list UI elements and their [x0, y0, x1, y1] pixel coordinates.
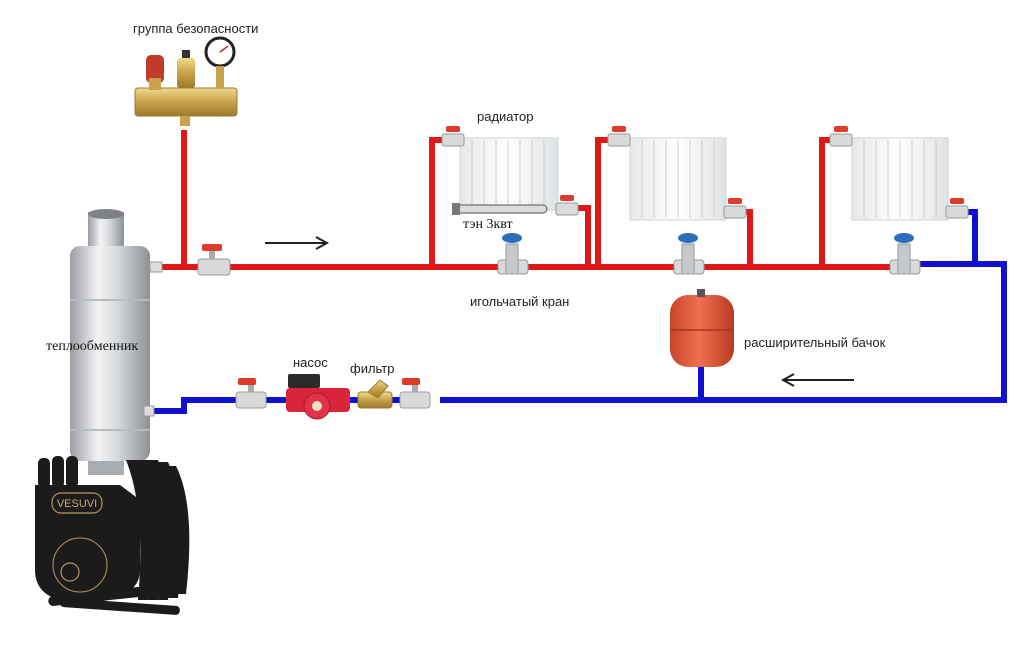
safety-group-label: группа безопасности [133, 21, 258, 36]
heating-element [452, 203, 548, 215]
supply-flow-arrow [265, 236, 330, 250]
stove: VESUVI [35, 456, 190, 615]
return-flow-arrow [780, 373, 854, 387]
supply-pipes [158, 130, 890, 270]
radiator-1-inlet-valve[interactable] [441, 126, 465, 147]
filter[interactable] [357, 379, 393, 409]
radiator-3-inlet-valve[interactable] [829, 126, 853, 147]
radiator-2-inlet-riser [595, 137, 614, 267]
radiator-1-outlet-drop [577, 205, 591, 267]
circulation-pump[interactable] [286, 374, 350, 420]
radiator-3-outlet-valve[interactable] [945, 198, 969, 219]
safety-group [134, 36, 238, 126]
return-ball-valve-1[interactable] [235, 378, 267, 409]
return-riser [440, 261, 1007, 403]
needle-valve-2[interactable] [673, 233, 705, 275]
return-pipes [150, 209, 1007, 414]
radiator-3-inlet-riser [819, 137, 838, 267]
pump-label: насос [293, 355, 328, 370]
expansion-tank-label: расширительный бачок [744, 335, 886, 350]
radiator-2-inlet-valve[interactable] [607, 126, 631, 147]
radiator-3-outlet-pipe [962, 209, 978, 264]
filter-label: фильтр [350, 361, 394, 376]
needle-valve-1[interactable] [497, 233, 529, 275]
supply-ball-valve[interactable] [197, 244, 231, 276]
radiator-2 [607, 126, 747, 221]
heating-element-label: тэн 3квт [463, 217, 513, 232]
needle-valve-label: игольчатый кран [470, 294, 569, 309]
needle-valve-3[interactable] [889, 233, 921, 275]
heat-exchanger [70, 209, 163, 475]
radiator-1-outlet-valve[interactable] [555, 195, 579, 216]
expansion-tank [670, 289, 734, 367]
radiator-2-outlet-valve[interactable] [723, 198, 747, 219]
heat-exchanger-label: теплообменник [46, 339, 138, 354]
return-to-exchanger [150, 397, 240, 414]
radiator-3 [829, 126, 969, 221]
radiator-1-inlet-riser [429, 137, 450, 267]
stove-brand-label: VESUVI [57, 498, 97, 510]
radiator-1 [441, 126, 579, 216]
return-ball-valve-2[interactable] [399, 378, 431, 409]
radiator-2-outlet-drop [742, 209, 753, 267]
radiator-label: радиатор [477, 109, 534, 124]
